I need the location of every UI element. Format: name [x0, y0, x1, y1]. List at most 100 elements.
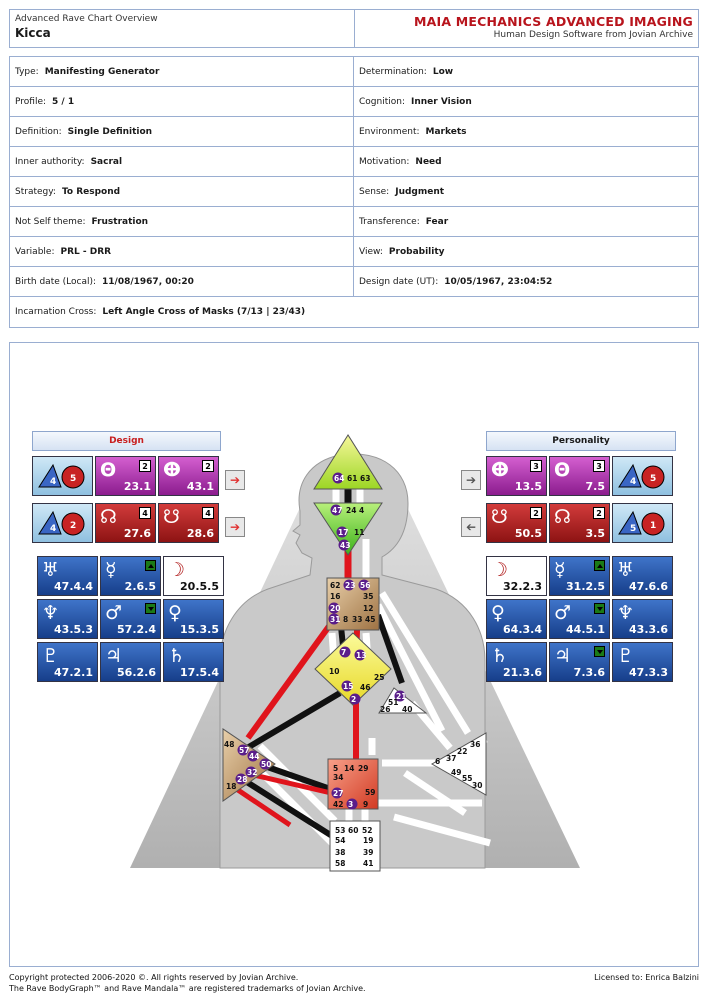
- trademark-text: The Rave BodyGraph™ and Rave Mandala™ ar…: [9, 984, 366, 993]
- activation-tile[interactable]: ♄17.5.4: [163, 642, 224, 682]
- info-label: Sense:: [359, 186, 390, 197]
- gate-label-29: 29: [358, 764, 368, 773]
- gate-label-43: 43: [340, 541, 350, 550]
- personality-arrow-2-icon[interactable]: ➔: [461, 517, 481, 537]
- activation-value: 2.6.5: [124, 580, 156, 593]
- detriment-icon: [145, 603, 156, 614]
- info-label: Birth date (Local):: [15, 276, 97, 287]
- planet-symbol-icon: Θ: [100, 459, 117, 481]
- gate-label-6: 6: [435, 757, 440, 766]
- planet-symbol-icon: ♂: [554, 602, 572, 624]
- activation-tile[interactable]: ☿2.6.5: [100, 556, 161, 596]
- activation-value: 3.5: [585, 527, 606, 540]
- variable-value-2: 1: [650, 521, 656, 531]
- report-header: Advanced Rave Chart Overview Kicca MAIA …: [9, 9, 699, 48]
- line-badge: 4: [139, 507, 151, 519]
- gate-label-30: 30: [472, 781, 482, 790]
- activation-tile[interactable]: ♀15.3.5: [163, 599, 224, 639]
- gate-label-25: 25: [374, 673, 384, 682]
- activation-value: 50.5: [514, 527, 542, 540]
- activation-tile[interactable]: ♂57.2.4: [100, 599, 161, 639]
- gate-label-60: 60: [348, 826, 358, 835]
- gate-label-38: 38: [335, 848, 345, 857]
- gate-label-11: 11: [354, 528, 364, 537]
- personality-arrow-1-icon[interactable]: ➔: [461, 470, 481, 490]
- detriment-icon: [594, 646, 605, 657]
- gate-label-48: 48: [224, 740, 234, 749]
- info-cell-left: Type:Manifesting Generator: [10, 57, 354, 86]
- activation-tile[interactable]: ☽20.5.5: [163, 556, 224, 596]
- activation-tile[interactable]: ♇47.2.1: [37, 642, 98, 682]
- info-cell-left: Strategy:To Respond: [10, 177, 354, 206]
- gate-label-15: 15: [343, 682, 353, 691]
- activation-tile[interactable]: ♆43.5.3: [37, 599, 98, 639]
- activation-tile[interactable]: ☽32.2.3: [486, 556, 547, 596]
- gate-label-9: 9: [363, 800, 368, 809]
- info-value: Inner Vision: [410, 96, 472, 107]
- info-value: Single Definition: [67, 126, 153, 137]
- design-arrow-2-icon[interactable]: ➔: [225, 517, 245, 537]
- gate-label-33: 33: [352, 615, 362, 624]
- info-cell-left: Variable:PRL - DRR: [10, 237, 354, 266]
- activation-value: 57.2.4: [117, 623, 156, 636]
- gate-label-27: 27: [333, 789, 343, 798]
- activation-value: 32.2.3: [503, 580, 542, 593]
- activation-tile[interactable]: ♅47.4.4: [37, 556, 98, 596]
- activation-tile[interactable]: ♆43.3.6: [612, 599, 673, 639]
- planet-symbol-icon: ♇: [617, 645, 635, 667]
- activation-tile[interactable]: ♂44.5.1: [549, 599, 610, 639]
- info-label: View:: [359, 246, 383, 257]
- gate-label-62: 62: [330, 581, 340, 590]
- info-value: Probability: [388, 246, 445, 257]
- gate-activation-marker: [341, 680, 353, 692]
- planet-symbol-icon: ☽: [168, 559, 186, 581]
- activation-tile[interactable]: ♄21.3.6: [486, 642, 547, 682]
- info-label: Not Self theme:: [15, 216, 86, 227]
- activation-value: 28.6: [186, 527, 214, 540]
- info-value: Need: [415, 156, 442, 167]
- variable-value-1: 4: [50, 524, 56, 534]
- gate-label-58: 58: [335, 859, 345, 868]
- gate-label-17: 17: [338, 528, 348, 537]
- activation-tile[interactable]: ♇47.3.3: [612, 642, 673, 682]
- gate-label-3: 3: [348, 800, 353, 809]
- info-cell-left: Definition:Single Definition: [10, 117, 354, 146]
- activation-tile[interactable]: ♃7.3.6: [549, 642, 610, 682]
- gate-label-26: 26: [380, 705, 390, 714]
- design-arrow-1-icon[interactable]: ➔: [225, 470, 245, 490]
- info-cell-right: Environment:Markets: [354, 117, 698, 146]
- planet-symbol-icon: ☊: [100, 506, 117, 528]
- planet-symbol-icon: ♃: [105, 645, 123, 667]
- line-badge: 2: [139, 460, 151, 472]
- info-value: Frustration: [91, 216, 149, 227]
- activation-tile[interactable]: ♀64.3.4: [486, 599, 547, 639]
- activation-value: 13.5: [514, 480, 542, 493]
- footer: Copyright protected 2006-2020 ©. All rig…: [9, 972, 699, 994]
- info-cell-right: Transference:Fear: [354, 207, 698, 236]
- activation-value: 31.2.5: [566, 580, 605, 593]
- info-label: Transference:: [359, 216, 420, 227]
- planet-symbol-icon: ☋: [163, 506, 180, 528]
- activation-tile[interactable]: ☿31.2.5: [549, 556, 610, 596]
- activation-tile[interactable]: ♃56.2.6: [100, 642, 161, 682]
- info-label: Type:: [15, 66, 39, 77]
- variable-value-2: 2: [70, 521, 76, 531]
- activation-tile[interactable]: ♅47.6.6: [612, 556, 673, 596]
